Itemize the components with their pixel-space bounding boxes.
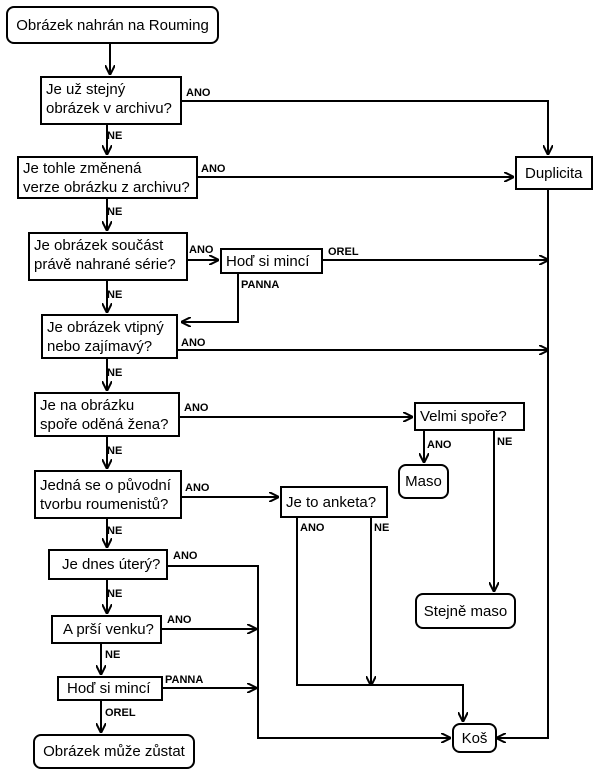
- node-trash: Koš: [452, 723, 497, 753]
- node-q2-line2: verze obrázku z archivu?: [23, 179, 190, 196]
- node-q3-line2: právě nahrané série?: [34, 256, 176, 273]
- edge-coin1-tails: [182, 274, 239, 322]
- label-q4-yes: ANO: [181, 337, 206, 349]
- node-q5: Je na obrázku spoře oděná žena?: [34, 392, 180, 437]
- node-q1-line1: Je už stejný: [46, 81, 126, 98]
- label-sparse-yes: ANO: [427, 439, 452, 451]
- label-q2-yes: ANO: [201, 163, 226, 175]
- node-q8: A prší venku?: [51, 615, 162, 644]
- node-q4-line1: Je obrázek vtipný: [47, 319, 164, 336]
- edge-poll-yes: [296, 518, 463, 721]
- label-q1-no: NE: [107, 130, 123, 142]
- node-stay: Obrázek může zůstat: [33, 734, 195, 769]
- label-coin1-tails: PANNA: [241, 279, 280, 291]
- label-q2-no: NE: [107, 206, 123, 218]
- label-q6-no: NE: [107, 525, 123, 537]
- node-q1-line2: obrázek v archivu?: [46, 100, 172, 117]
- label-poll-yes: ANO: [300, 522, 325, 534]
- node-q5-line2: spoře oděná žena?: [40, 416, 169, 433]
- edge-q7-trash: [168, 565, 450, 738]
- label-poll-no: NE: [374, 522, 390, 534]
- node-same-maso: Stejně maso: [415, 593, 516, 629]
- label-q8-yes: ANO: [167, 614, 192, 626]
- label-coin1-heads: OREL: [328, 246, 359, 258]
- label-q4-no: NE: [107, 367, 123, 379]
- label-q3-no: NE: [107, 289, 123, 301]
- label-q1-yes: ANO: [186, 87, 211, 99]
- node-q3: Je obrázek součást právě nahrané série?: [28, 232, 188, 281]
- node-q2: Je tohle změnená verze obrázku z archivu…: [17, 156, 198, 199]
- node-start: Obrázek nahrán na Rouming: [6, 6, 219, 44]
- label-coin2-tails: PANNA: [165, 674, 204, 686]
- node-coin-1: Hoď si mincí: [220, 248, 323, 274]
- node-poll: Je to anketa?: [280, 486, 388, 518]
- node-q5-line1: Je na obrázku: [40, 397, 135, 414]
- label-q6-yes: ANO: [185, 482, 210, 494]
- node-q1: Je už stejný obrázek v archivu?: [40, 76, 182, 125]
- edge-q1-duplicate: [182, 100, 548, 154]
- node-sparse: Velmi spoře?: [414, 402, 525, 431]
- node-q6-line1: Jedná se o původní: [40, 477, 171, 494]
- node-q6: Jedná se o původní tvorbu roumenistů?: [34, 470, 182, 519]
- node-q6-line2: tvorbu roumenistů?: [40, 496, 169, 513]
- label-q3-yes: ANO: [189, 244, 214, 256]
- label-q8-no: NE: [105, 649, 121, 661]
- label-q5-yes: ANO: [184, 402, 209, 414]
- label-q7-no: NE: [107, 588, 123, 600]
- node-coin-2: Hoď si mincí: [57, 676, 163, 701]
- node-q4-line2: nebo zajímavý?: [47, 338, 153, 355]
- node-q4: Je obrázek vtipný nebo zajímavý?: [41, 314, 178, 359]
- label-q7-yes: ANO: [173, 550, 198, 562]
- node-maso: Maso: [398, 464, 449, 499]
- node-q7: Je dnes úterý?: [48, 549, 168, 580]
- node-q3-line1: Je obrázek součást: [34, 237, 164, 254]
- label-q5-no: NE: [107, 445, 123, 457]
- label-coin2-heads: OREL: [105, 707, 136, 719]
- edge-duplicate-trash: [497, 190, 549, 738]
- label-sparse-no: NE: [497, 436, 513, 448]
- node-duplicate: Duplicita: [515, 156, 593, 190]
- node-q2-line1: Je tohle změnená: [23, 160, 142, 177]
